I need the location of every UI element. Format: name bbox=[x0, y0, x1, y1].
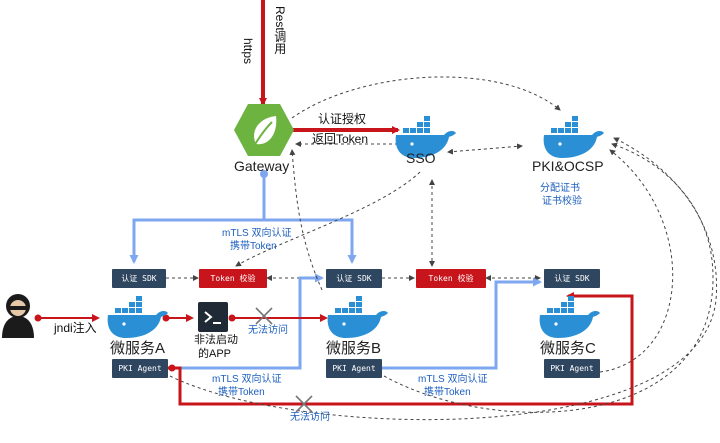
sso-label: SSO bbox=[406, 150, 436, 166]
service-c-label: 微服务C bbox=[540, 340, 596, 357]
illegal-app-red-dot bbox=[228, 314, 236, 322]
a-red-dot bbox=[162, 314, 170, 322]
cross-icon bbox=[255, 307, 273, 325]
docker-whale-icon bbox=[543, 116, 604, 158]
mtls-gateway-branch bbox=[132, 218, 357, 264]
denied-label-top: 无法访问 bbox=[248, 325, 288, 336]
cross-icon bbox=[295, 395, 313, 413]
sdk-b-box: 认证 SDK bbox=[326, 269, 382, 288]
mtls-ab-note-2: 携带Token bbox=[218, 387, 265, 398]
illegal-app-label-2: 的APP bbox=[198, 348, 232, 360]
hacker-icon bbox=[2, 294, 34, 338]
rest-call-label: Rest调用 bbox=[272, 6, 287, 55]
agent-b-pki-curve bbox=[383, 142, 714, 413]
terminal-icon bbox=[198, 302, 228, 332]
agent-a-c-red-path bbox=[168, 292, 634, 406]
agent-c-pki-curve bbox=[599, 149, 674, 373]
docker-whale-icon bbox=[107, 296, 168, 338]
pki-note-1: 分配证书 bbox=[540, 183, 580, 194]
sso-auth-note-1: 认证授权 bbox=[318, 112, 367, 126]
mtls-top-note-2: 携带Token bbox=[230, 241, 277, 252]
docker-whale-icon bbox=[327, 296, 388, 338]
b-gateway-curve bbox=[289, 149, 323, 291]
mtls-bc-note-2: 携带Token bbox=[424, 387, 471, 398]
pki-agent-a-box: PKI Agent bbox=[112, 359, 168, 378]
spring-leaf-icon bbox=[234, 104, 294, 156]
jndi-injection-label: jndi注入 bbox=[54, 321, 97, 335]
sso-pki-link bbox=[447, 143, 523, 155]
gateway-blue-dot bbox=[260, 170, 268, 178]
mtls-a-b-path bbox=[168, 273, 324, 370]
pki-agent-c-box: PKI Agent bbox=[544, 359, 600, 378]
mtls-b-c-path bbox=[382, 277, 542, 370]
gateway-pki-curve bbox=[291, 76, 561, 119]
gateway-label: Gateway bbox=[234, 158, 290, 174]
sso-auth-note-2: 返回Token bbox=[312, 132, 369, 146]
token-a-box: Token 校验 bbox=[199, 269, 267, 288]
service-a-label: 微服务A bbox=[110, 340, 166, 357]
service-b-label: 微服务B bbox=[326, 340, 382, 357]
pki-agent-b-box: PKI Agent bbox=[326, 359, 382, 378]
illegal-app-label-1: 非法启动 bbox=[194, 334, 238, 346]
denied-label-bottom: 无法访问 bbox=[290, 412, 330, 423]
sso-token-a-link bbox=[235, 171, 421, 267]
mtls-top-note-1: mTLS 双向认证 bbox=[222, 228, 292, 239]
sdk-c-box: 认证 SDK bbox=[544, 269, 600, 288]
pki-note-2: 证书校验 bbox=[542, 196, 582, 207]
agent-a-red-dot bbox=[168, 364, 176, 372]
docker-whale-icon bbox=[539, 296, 600, 338]
mtls-bc-note-1: mTLS 双向认证 bbox=[418, 374, 488, 385]
token-b-box: Token 校验 bbox=[416, 269, 486, 288]
agent-a-pki-curve bbox=[169, 137, 718, 421]
sdk-a-box: 认证 SDK bbox=[112, 269, 166, 288]
https-label: https bbox=[240, 38, 255, 65]
mtls-ab-note-1: mTLS 双向认证 bbox=[212, 374, 282, 385]
pki-label: PKI&OCSP bbox=[532, 158, 604, 174]
